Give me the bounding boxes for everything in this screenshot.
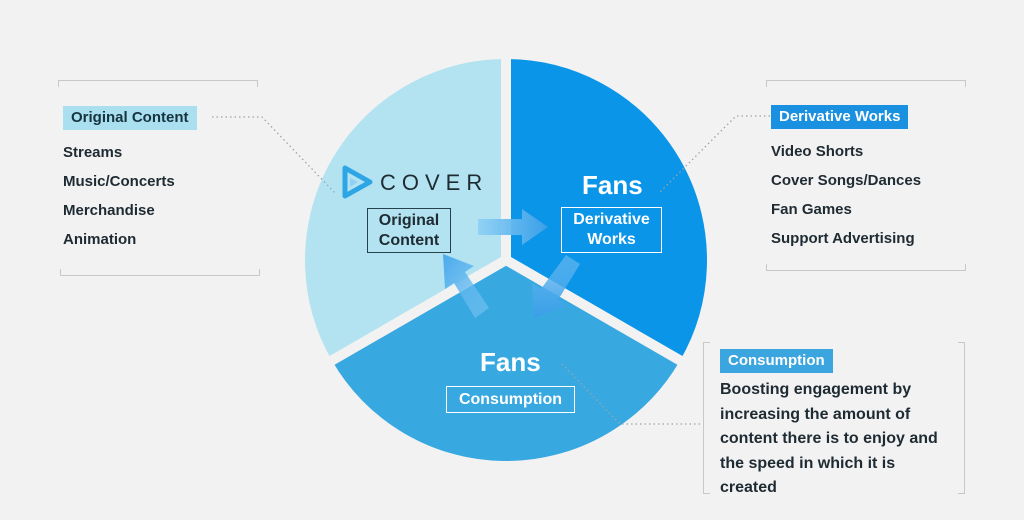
derivative-works-panel: Derivative Works Video Shorts Cover Song… bbox=[771, 105, 921, 253]
arrow-consumption-to-original bbox=[443, 254, 489, 318]
consumption-panel: Consumption Boosting engagement by incre… bbox=[720, 349, 952, 501]
original-content-panel: Original Content Streams Music/Concerts … bbox=[63, 106, 197, 254]
connector-original bbox=[212, 116, 337, 195]
list-item: Video Shorts bbox=[771, 143, 864, 160]
list-item: Music/Concerts bbox=[63, 173, 175, 190]
derivative-works-list: Video Shorts Cover Songs/Dances Fan Game… bbox=[771, 137, 921, 253]
arrow-original-to-derivative bbox=[478, 209, 548, 245]
left-panel-bracket-top bbox=[58, 80, 258, 87]
list-item: Animation bbox=[63, 231, 137, 248]
segment-consumption bbox=[320, 254, 692, 471]
original-content-box: Original Content bbox=[367, 208, 451, 253]
consumption-description: Boosting engagement by increasing the am… bbox=[720, 381, 938, 496]
original-content-tag: Original Content bbox=[63, 106, 197, 130]
list-item: Support Advertising bbox=[771, 230, 915, 247]
fans-top-label: Fans bbox=[582, 170, 643, 200]
right-bottom-panel-bracket-left bbox=[703, 342, 710, 494]
list-item: Merchandise bbox=[63, 202, 155, 219]
left-panel-bracket-bottom bbox=[60, 269, 260, 276]
list-item: Cover Songs/Dances bbox=[771, 172, 922, 189]
arrow-derivative-to-consumption bbox=[532, 255, 580, 318]
list-item: Streams bbox=[63, 144, 123, 161]
list-item: Fan Games bbox=[771, 201, 852, 218]
play-triangle-icon bbox=[342, 165, 373, 199]
consumption-box: Consumption bbox=[446, 386, 575, 413]
original-content-list: Streams Music/Concerts Merchandise Anima… bbox=[63, 138, 197, 254]
derivative-works-tag: Derivative Works bbox=[771, 105, 909, 129]
cover-logo-text: COVER bbox=[380, 170, 489, 195]
original-box-line1: Original bbox=[378, 212, 440, 229]
original-box-line2: Content bbox=[378, 232, 440, 249]
fans-bottom-label: Fans bbox=[480, 347, 541, 377]
derivative-box-line1: Derivative bbox=[573, 211, 650, 228]
right-top-panel-bracket-top bbox=[766, 80, 966, 87]
derivative-works-box: Derivative Works bbox=[561, 207, 662, 253]
derivative-box-line2: Works bbox=[587, 231, 636, 248]
right-bottom-panel-bracket-right bbox=[958, 342, 965, 494]
right-top-panel-bracket-bottom bbox=[766, 264, 966, 271]
connector-consumption bbox=[561, 363, 702, 425]
consumption-tag: Consumption bbox=[720, 349, 833, 373]
